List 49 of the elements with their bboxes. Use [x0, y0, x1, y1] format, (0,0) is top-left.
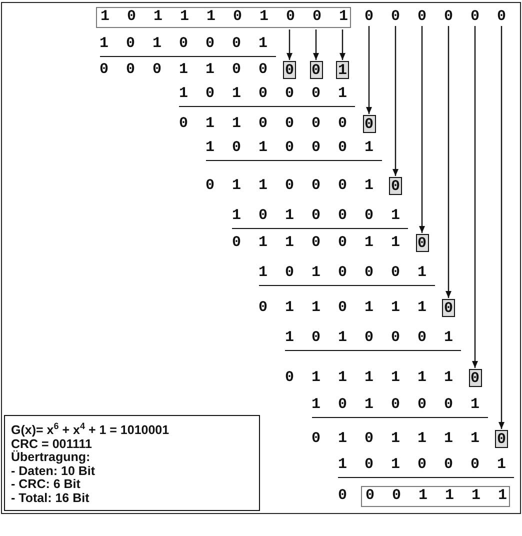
highlighted-bit: 0 [283, 61, 296, 79]
highlighted-bit: 0 [442, 299, 455, 317]
highlighted-bit: 0 [495, 430, 508, 448]
arrow [286, 30, 292, 60]
appended-zero-bit: 0 [418, 8, 431, 26]
appended-zero-bit: 0 [391, 8, 404, 26]
info-box [4, 415, 260, 511]
arrow [472, 26, 478, 368]
highlighted-bit: 0 [468, 369, 482, 387]
arrow [392, 26, 398, 176]
divisor-row: 1 0 1 0 0 0 1 [206, 139, 382, 161]
appended-zero-bit: 0 [364, 8, 378, 26]
bit-row: 0 1 1 1 1 1 1 [285, 369, 458, 387]
info-text: CRC = 001111 [11, 438, 93, 451]
bit-row: 0 [338, 487, 352, 505]
info-text: - Total: 16 Bit [11, 492, 90, 506]
appended-zero-bit: 0 [470, 8, 484, 26]
highlighted-bit: 1 [336, 61, 349, 79]
arrow [498, 26, 504, 429]
info-text: Übertragung: [11, 451, 92, 465]
divisor-row: 1 0 1 0 0 0 1 [179, 85, 356, 107]
divisor-row: 1 0 1 0 0 0 1 [232, 207, 408, 229]
highlighted-bit: 0 [310, 61, 322, 79]
info-text: G(x)= x$^{6}$ + x$^{4}$ + 1 = 1010001 [11, 420, 170, 438]
bit-row: 0 1 1 0 0 0 1 [206, 177, 378, 195]
crc-result-box: 0 0 1 1 1 1 [361, 486, 510, 506]
divisor-row: 1 0 1 0 0 0 1 [100, 35, 276, 57]
divisor-row: 1 0 1 0 0 0 1 [338, 456, 514, 478]
arrow [366, 26, 372, 114]
arrow [446, 26, 452, 298]
arrow [313, 30, 319, 60]
bit-row: 0 1 1 0 0 0 0 [179, 115, 352, 133]
divisor-row: 1 0 1 0 0 0 1 [258, 264, 435, 286]
data-bits-box: 1 0 1 1 1 0 1 0 0 1 [96, 6, 350, 28]
appended-zero-bit: 0 [444, 8, 458, 26]
bit-row: 0 1 1 0 1 1 1 [258, 299, 431, 317]
bit-row: 0 0 0 1 1 0 0 [100, 61, 272, 79]
highlighted-bit: 0 [362, 115, 376, 133]
bit-row: 0 1 1 0 0 1 1 [232, 234, 404, 252]
bit-row: 0 1 0 1 1 1 1 [312, 430, 484, 448]
arrow [419, 26, 425, 233]
divisor-row: 1 0 1 0 0 0 1 [312, 396, 488, 418]
highlighted-bit: 0 [416, 234, 428, 252]
info-text: - Daten: 10 Bit [11, 464, 96, 478]
appended-zero-bit: 0 [497, 8, 510, 26]
arrow [340, 30, 346, 60]
info-text: - CRC: 6 Bit [11, 478, 82, 492]
highlighted-bit: 0 [389, 177, 402, 195]
divisor-row: 1 0 1 0 0 0 1 [285, 329, 462, 351]
